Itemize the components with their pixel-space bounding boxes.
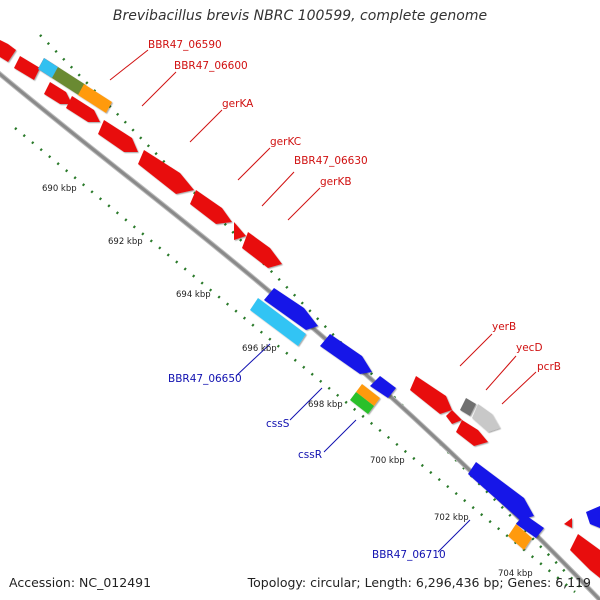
gene-feature[interactable]	[460, 398, 476, 416]
gene-label[interactable]: gerKB	[320, 176, 352, 188]
gene-feature[interactable]	[264, 288, 318, 330]
gene-label[interactable]: gerKC	[270, 136, 301, 148]
gene-feature[interactable]	[78, 84, 112, 113]
gene-label[interactable]: cssS	[266, 418, 290, 430]
gene-feature[interactable]	[190, 190, 232, 224]
map-title: Brevibacillus brevis NBRC 100599, comple…	[112, 8, 488, 24]
gene-label[interactable]: BBR47_06650	[168, 373, 242, 385]
topology-label: Topology: circular; Length: 6,296,436 bp…	[247, 575, 591, 590]
gene-label[interactable]: pcrB	[537, 361, 561, 373]
gene-feature[interactable]	[44, 82, 72, 104]
gene-feature[interactable]	[370, 376, 396, 398]
gene-label[interactable]: BBR47_06600	[174, 60, 248, 72]
position-tick-label: 702 kbp	[434, 513, 469, 523]
position-tick-label: 698 kbp	[308, 400, 343, 410]
gene-feature[interactable]	[456, 420, 488, 446]
gene-feature[interactable]	[410, 376, 452, 414]
position-tick-label: 690 kbp	[42, 184, 77, 194]
reverse-gene-labels: BBR47_06650 cssS cssR BBR47_06710	[168, 373, 446, 561]
gene-label[interactable]: cssR	[298, 449, 322, 461]
gene-feature[interactable]	[468, 462, 534, 520]
gene-feature[interactable]	[356, 384, 380, 406]
position-tick-label: 692 kbp	[108, 237, 143, 247]
gene-label[interactable]: yerB	[492, 321, 516, 333]
gene-label[interactable]: gerKA	[222, 98, 254, 110]
gene-label[interactable]: yecD	[516, 342, 543, 354]
position-tick-labels: 690 kbp 692 kbp 694 kbp 696 kbp 698 kbp …	[42, 184, 533, 579]
gene-feature[interactable]	[472, 404, 500, 432]
gene-label[interactable]: BBR47_06630	[294, 155, 368, 167]
forward-gene-labels: BBR47_06590 BBR47_06600 gerKA gerKC BBR4…	[148, 39, 561, 373]
gene-feature[interactable]	[564, 518, 572, 528]
gene-feature[interactable]	[516, 514, 544, 538]
accession-label: Accession: NC_012491	[9, 575, 152, 590]
gene-feature[interactable]	[14, 56, 40, 80]
forward-strand-features	[0, 40, 600, 578]
outer-dotted-guide	[39, 34, 586, 593]
gene-feature[interactable]	[138, 150, 194, 194]
gene-label[interactable]: BBR47_06710	[372, 549, 446, 561]
gene-feature[interactable]	[508, 524, 532, 550]
gene-feature[interactable]	[350, 392, 374, 414]
reverse-label-leaders	[235, 343, 471, 553]
position-tick-label: 694 kbp	[176, 290, 211, 300]
inner-dotted-guide	[14, 127, 576, 593]
gene-feature[interactable]	[0, 40, 16, 62]
gene-feature[interactable]	[250, 298, 306, 346]
gene-feature[interactable]	[38, 58, 58, 78]
reverse-strand-features	[250, 288, 600, 550]
gene-feature[interactable]	[98, 120, 138, 152]
gene-label[interactable]: BBR47_06590	[148, 39, 222, 51]
gene-feature[interactable]	[586, 506, 600, 528]
forward-label-leaders	[109, 49, 537, 405]
gene-feature[interactable]	[320, 334, 372, 374]
gene-feature[interactable]	[446, 410, 462, 424]
gene-feature[interactable]	[66, 96, 100, 122]
position-tick-label: 700 kbp	[370, 456, 405, 466]
gene-feature[interactable]	[234, 222, 246, 240]
position-tick-label: 696 kbp	[242, 344, 277, 354]
gene-feature[interactable]	[242, 232, 282, 268]
gene-feature[interactable]	[52, 67, 86, 96]
position-tick-label: 704 kbp	[498, 569, 533, 579]
gene-feature[interactable]	[570, 534, 600, 578]
